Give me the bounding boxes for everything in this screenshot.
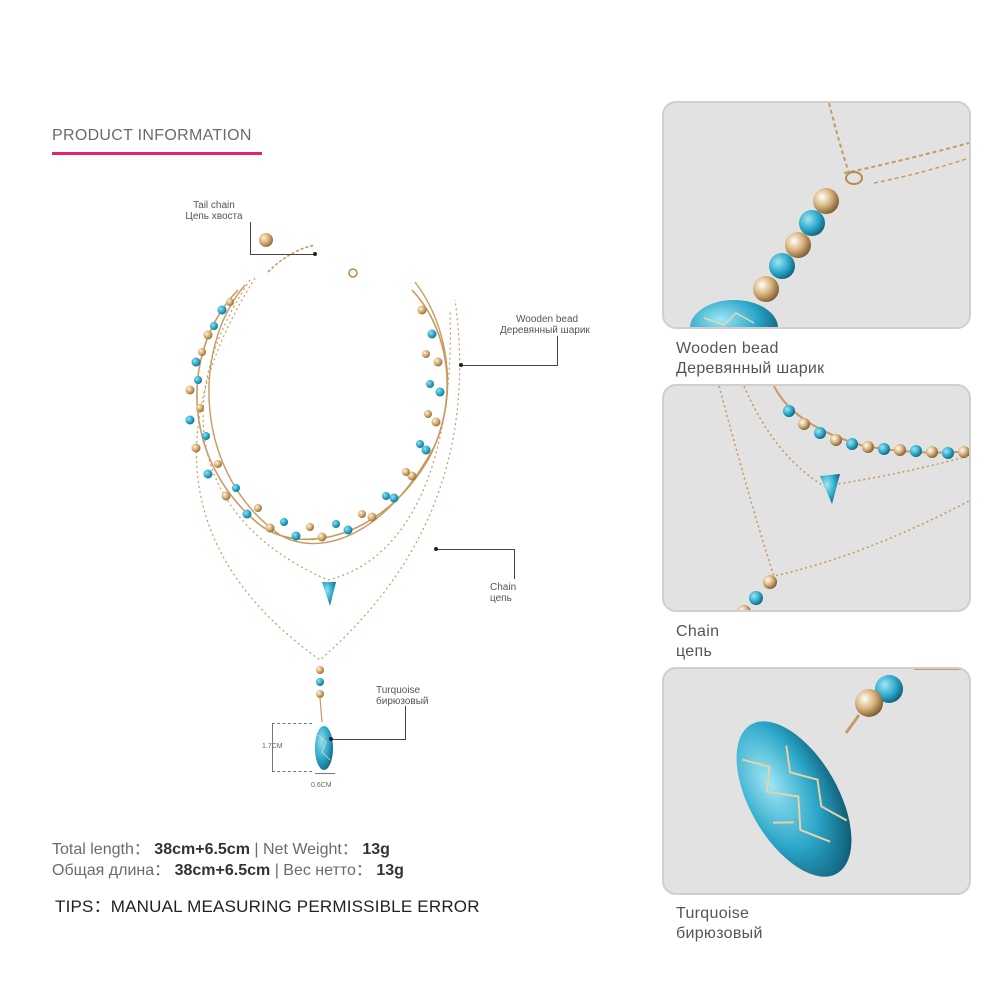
- caption-chain: Chain цепь: [676, 623, 720, 660]
- tips-note: TIPS：MANUAL MEASURING PERMISSIBLE ERROR: [55, 897, 480, 916]
- chain-closeup: [718, 386, 969, 610]
- caption-wooden-bead: Wooden bead Деревянный шарик: [676, 340, 825, 377]
- turquoise-closeup: [736, 669, 969, 877]
- section-title: PRODUCT INFORMATION: [52, 127, 252, 144]
- callout-tail-chain: Tail chain Цепь хвоста: [185, 200, 243, 222]
- detail-photo-wooden-bead: [662, 101, 971, 329]
- height-measurement: 1.7CM: [262, 743, 283, 750]
- small-turquoise-drop: [322, 582, 336, 606]
- title-underline: [52, 152, 262, 155]
- width-measurement: 0.6CM: [311, 782, 332, 789]
- callout-wooden-bead: Wooden bead Деревянный шарик: [500, 314, 590, 336]
- callout-chain: Chain цепь: [490, 582, 517, 604]
- detail-photo-turquoise: [662, 667, 971, 895]
- spec-line-en: Total length： 38cm+6.5cm | Net Weight： 1…: [52, 841, 390, 858]
- detail-photo-chain: [662, 384, 971, 612]
- wooden-bead-closeup: [690, 103, 969, 327]
- spec-line-ru: Общая длина： 38cm+6.5cm | Вес нетто： 13g: [52, 862, 404, 879]
- tail-charm: [259, 233, 273, 247]
- necklace-illustration: [185, 233, 461, 770]
- callout-turquoise: Turquoise бирюзовый: [376, 685, 429, 707]
- caption-turquoise: Turquoise бирюзовый: [676, 905, 763, 942]
